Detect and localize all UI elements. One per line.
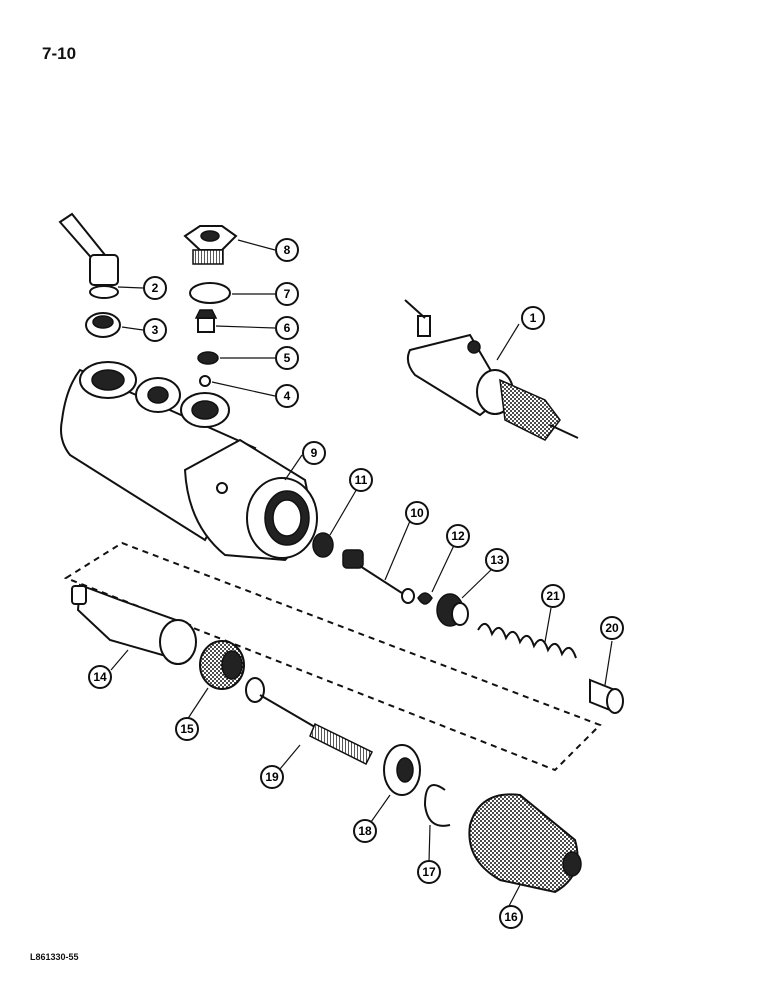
callout-label: 21 xyxy=(546,589,560,603)
part-19-rod xyxy=(245,677,374,766)
callout-10: 10 xyxy=(405,501,429,525)
callout-3: 3 xyxy=(143,318,167,342)
part-16-boot xyxy=(468,793,582,894)
callout-label: 11 xyxy=(355,473,368,487)
callout-6: 6 xyxy=(275,316,299,340)
part-2-fitting xyxy=(58,212,119,299)
part-21-spring xyxy=(477,623,577,659)
callout-label: 14 xyxy=(93,670,107,684)
callout-label: 18 xyxy=(358,824,372,838)
callout-17: 17 xyxy=(417,860,441,884)
assembly-view xyxy=(404,299,579,441)
callout-2: 2 xyxy=(143,276,167,300)
callout-label: 12 xyxy=(451,529,465,543)
callout-label: 19 xyxy=(265,770,279,784)
callout-4: 4 xyxy=(275,384,299,408)
callout-7: 7 xyxy=(275,282,299,306)
leader-lines xyxy=(110,239,613,907)
part-11-seal xyxy=(312,532,334,558)
callout-label: 2 xyxy=(152,281,159,295)
part-14-piston xyxy=(71,583,197,665)
callout-label: 20 xyxy=(605,621,619,635)
callout-21: 21 xyxy=(541,584,565,608)
part-6-valve xyxy=(194,309,218,333)
callout-12: 12 xyxy=(446,524,470,548)
callout-label: 13 xyxy=(490,553,504,567)
callout-label: 3 xyxy=(152,323,159,337)
callout-9: 9 xyxy=(302,441,326,465)
part-12-clip xyxy=(417,592,433,605)
callout-14: 14 xyxy=(88,665,112,689)
callout-label: 16 xyxy=(504,910,518,924)
callout-5: 5 xyxy=(275,346,299,370)
callout-8: 8 xyxy=(275,238,299,262)
callout-label: 7 xyxy=(284,287,291,301)
part-15-cup-seal xyxy=(199,640,245,690)
callout-18: 18 xyxy=(353,819,377,843)
callout-label: 1 xyxy=(530,311,537,325)
part-4-ball xyxy=(199,375,211,387)
callout-label: 17 xyxy=(422,865,436,879)
callout-label: 6 xyxy=(284,321,291,335)
part-17-snap-ring xyxy=(423,784,451,827)
kit-outline xyxy=(63,541,602,772)
callout-label: 15 xyxy=(180,722,194,736)
callout-13: 13 xyxy=(485,548,509,572)
part-20-retainer xyxy=(589,678,624,714)
callout-label: 5 xyxy=(284,351,291,365)
part-5-seal xyxy=(197,351,219,365)
callout-19: 19 xyxy=(260,765,284,789)
part-8-plug xyxy=(183,225,238,265)
callout-label: 4 xyxy=(284,389,291,403)
page-number: 7-10 xyxy=(42,44,77,63)
callout-11: 11 xyxy=(349,468,373,492)
part-3-sleeve xyxy=(85,312,121,338)
figure-code: L861330-55 xyxy=(30,952,79,962)
part-13-bushing xyxy=(436,593,469,627)
callout-1: 1 xyxy=(521,306,545,330)
part-7-washer xyxy=(189,282,231,304)
callout-label: 8 xyxy=(284,243,291,257)
cylinder-body xyxy=(60,361,318,562)
callout-label: 9 xyxy=(311,446,318,460)
part-10-pushrod xyxy=(342,549,415,604)
callout-20: 20 xyxy=(600,616,624,640)
callout-16: 16 xyxy=(499,905,523,929)
callout-15: 15 xyxy=(175,717,199,741)
callout-label: 10 xyxy=(410,506,424,520)
part-18-washer xyxy=(383,744,421,796)
